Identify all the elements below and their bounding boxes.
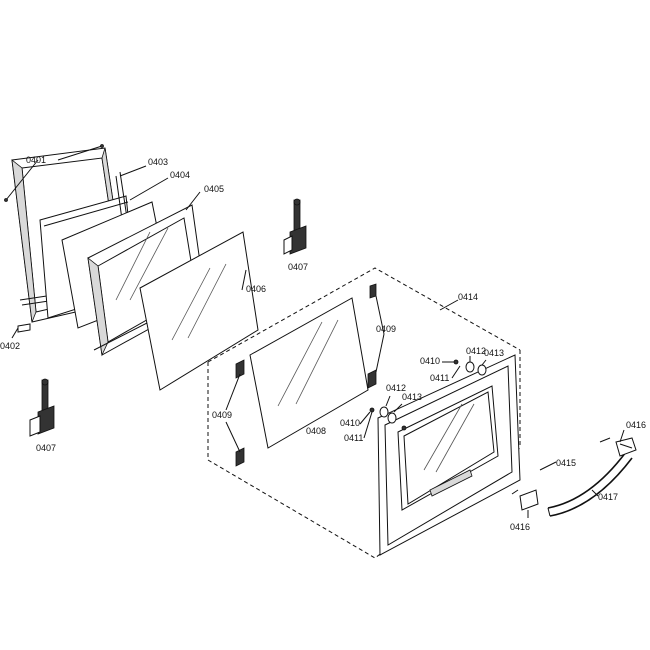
- label-0405: 0405: [204, 184, 224, 194]
- front-assembly-outline: [207, 267, 521, 559]
- outer-glass-panel-0406: [139, 231, 259, 391]
- door-handle: [547, 451, 633, 517]
- handle-screws: [511, 437, 611, 495]
- label-0414: 0414: [458, 292, 478, 302]
- label-0403: 0403: [148, 157, 168, 167]
- inner-glass-0408: [249, 297, 369, 449]
- label-0407-left: 0407: [36, 443, 56, 453]
- label-0409-left: 0409: [212, 410, 232, 420]
- label-0417: 0417: [598, 492, 618, 502]
- label-0410-mid: 0410: [340, 418, 360, 428]
- fixing-parts-mid: [369, 406, 397, 424]
- label-0411-mid: 0411: [344, 433, 363, 443]
- hinge-left: [29, 378, 55, 437]
- label-0416-right: 0416: [626, 420, 646, 430]
- hinge-top: [283, 198, 307, 255]
- label-0411-top: 0411: [430, 373, 449, 383]
- label-0409-right: 0409: [376, 324, 396, 334]
- label-0407-top: 0407: [288, 262, 308, 272]
- glass-clips: [235, 283, 377, 467]
- label-0406: 0406: [246, 284, 266, 294]
- outer-door-front: [377, 354, 521, 556]
- label-0408: 0408: [306, 426, 326, 436]
- handle-support-bottom: [519, 489, 539, 511]
- label-0402: 0402: [0, 341, 20, 351]
- leader-lines: [4, 144, 625, 518]
- label-0413-mid: 0413: [402, 392, 422, 402]
- label-0412-top: 0412: [466, 346, 486, 356]
- label-0413-top: 0413: [484, 348, 504, 358]
- glass-holder-frame: [87, 204, 206, 357]
- label-0401: 0401: [26, 155, 46, 165]
- label-0416-bottom: 0416: [510, 522, 530, 532]
- label-0404: 0404: [170, 170, 190, 180]
- handle-support-right: [615, 437, 637, 457]
- label-0415: 0415: [556, 458, 576, 468]
- label-0412-mid: 0412: [386, 383, 406, 393]
- label-0410-top: 0410: [420, 356, 440, 366]
